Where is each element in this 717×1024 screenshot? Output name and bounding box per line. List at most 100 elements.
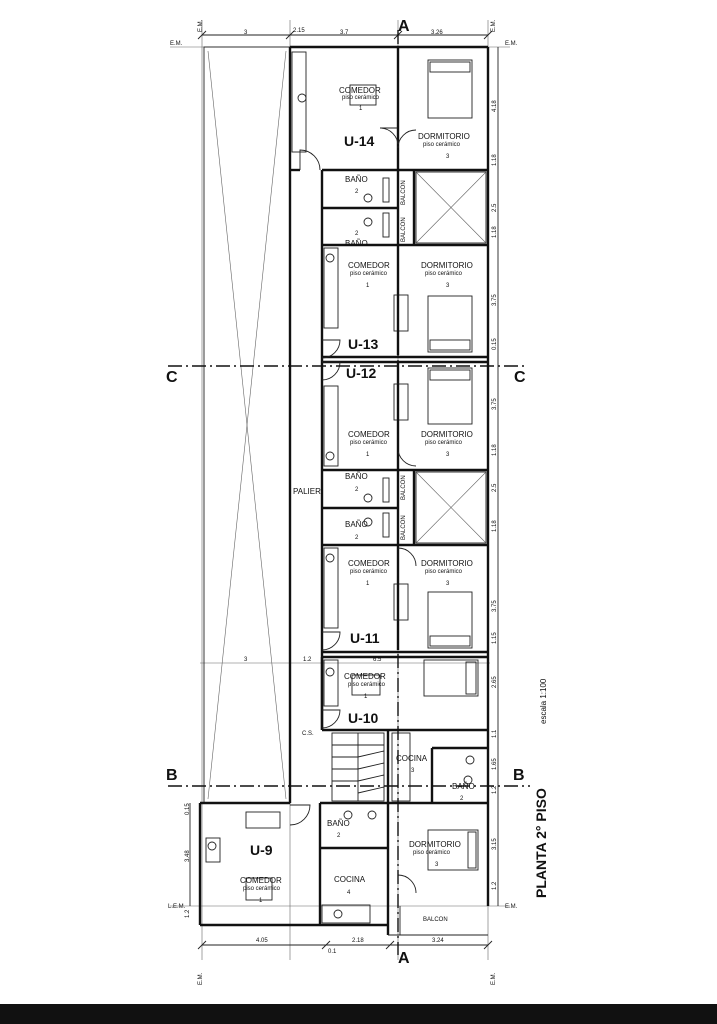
room-number: 2 bbox=[355, 535, 359, 541]
room-floor: piso cerámico bbox=[243, 886, 281, 892]
unit-label-u10: U-10 bbox=[348, 710, 379, 726]
dim-label: 3 bbox=[244, 657, 248, 663]
room-number: 2 bbox=[355, 231, 359, 237]
room-comedor: COMEDOR bbox=[348, 559, 390, 568]
dim-label: 3.26 bbox=[431, 30, 443, 36]
room-comedor: COMEDOR bbox=[344, 672, 386, 681]
room-number: 1 bbox=[366, 283, 370, 289]
room-comedor: COMEDOR bbox=[339, 86, 381, 95]
room-floor: piso cerámico bbox=[350, 569, 388, 575]
em-marks: E.M. E.M. E.M. E.M. L.E.M. E.M. E.M. E.M… bbox=[168, 19, 518, 985]
dim-label: 2.65 bbox=[492, 676, 498, 688]
right-dimension-labels: 4.181.182.51.183.750.153.751.182.51.183.… bbox=[492, 100, 498, 890]
walls bbox=[198, 45, 490, 936]
room-number: 4 bbox=[347, 890, 351, 896]
room-number: 3 bbox=[435, 862, 439, 868]
section-a-bottom: A bbox=[398, 950, 410, 967]
room-balcon: BALCON bbox=[401, 180, 407, 205]
em-mark: E.M. bbox=[170, 41, 183, 47]
room-number: 3 bbox=[446, 154, 450, 160]
dim-label: 1.18 bbox=[492, 226, 498, 238]
dim-label: 4.05 bbox=[256, 938, 268, 944]
room-number: 2 bbox=[337, 833, 341, 839]
room-floor: piso cerámico bbox=[425, 440, 463, 446]
dim-label: 1.2 bbox=[492, 785, 498, 794]
room-dormitorio: DORMITORIO bbox=[409, 840, 461, 849]
room-bano: BAÑO bbox=[327, 819, 350, 828]
dim-label: 2.5 bbox=[492, 203, 498, 212]
dim-label: 1.18 bbox=[492, 520, 498, 532]
room-floor: piso cerámico bbox=[350, 271, 388, 277]
dim-label: 1.1 bbox=[492, 729, 498, 738]
dim-label: 1.18 bbox=[492, 444, 498, 456]
em-mark: E.M. bbox=[491, 19, 497, 32]
drawing-scale: escala 1:100 bbox=[539, 678, 548, 724]
dim-label: 1.18 bbox=[492, 154, 498, 166]
room-bano: BAÑO bbox=[345, 175, 368, 184]
section-b-left: B bbox=[166, 767, 178, 784]
room-number: 2 bbox=[460, 796, 464, 802]
room-bano: BAÑO bbox=[345, 239, 368, 248]
room-bano: BAÑO bbox=[452, 782, 475, 791]
section-a-top: A bbox=[398, 18, 410, 35]
room-floor: piso cerámico bbox=[413, 850, 451, 856]
stair-mark: C.S. bbox=[302, 731, 314, 737]
dim-label: 3.24 bbox=[432, 938, 444, 944]
room-number: 3 bbox=[411, 768, 415, 774]
furniture bbox=[205, 51, 479, 924]
dim-label: 1.2 bbox=[303, 657, 312, 663]
unit-labels: U-14 U-13 U-12 U-11 U-10 U-9 bbox=[250, 133, 380, 858]
dim-label: 2.5 bbox=[492, 483, 498, 492]
room-comedor: COMEDOR bbox=[240, 876, 282, 885]
unit-label-u13: U-13 bbox=[348, 336, 379, 352]
dim-label: 6.5 bbox=[373, 657, 382, 663]
room-floor: piso cerámico bbox=[350, 440, 388, 446]
dim-label: 1.65 bbox=[492, 758, 498, 770]
room-dormitorio: DORMITORIO bbox=[421, 559, 473, 568]
dim-label: 3.75 bbox=[492, 294, 498, 306]
room-dormitorio: DORMITORIO bbox=[421, 261, 473, 270]
dim-label: 3 bbox=[244, 30, 248, 36]
section-c-right: C bbox=[514, 369, 526, 386]
section-lines bbox=[168, 30, 530, 955]
room-number: 1 bbox=[366, 581, 370, 587]
dim-label: 0.15 bbox=[492, 338, 498, 350]
title-block: PLANTA 2° PISO escala 1:100 bbox=[533, 678, 549, 898]
room-dormitorio: DORMITORIO bbox=[418, 132, 470, 141]
dim-label: 0.15 bbox=[185, 803, 191, 815]
room-comedor: COMEDOR bbox=[348, 430, 390, 439]
room-floor: piso cerámico bbox=[423, 142, 461, 148]
room-number: 3 bbox=[446, 581, 450, 587]
room-balcon: BALCON bbox=[401, 475, 407, 500]
room-balcon: BALCON bbox=[423, 917, 448, 923]
patio-voids bbox=[415, 171, 487, 544]
unit-label-u14: U-14 bbox=[344, 133, 375, 149]
room-number: 1 bbox=[359, 106, 363, 112]
unit-label-u9: U-9 bbox=[250, 842, 273, 858]
room-number: 1 bbox=[364, 694, 368, 700]
room-dormitorio: DORMITORIO bbox=[421, 430, 473, 439]
em-mark: E.M. bbox=[505, 41, 518, 47]
dim-label: 1.15 bbox=[492, 632, 498, 644]
room-floor: piso cerámico bbox=[342, 95, 380, 101]
room-palier: PALIER bbox=[293, 487, 321, 496]
room-number: 3 bbox=[446, 452, 450, 458]
room-cocina: COCINA bbox=[334, 875, 366, 884]
light-well bbox=[203, 46, 291, 804]
em-mark: E.M. bbox=[198, 972, 204, 985]
room-number: 1 bbox=[259, 898, 263, 904]
dim-label: 0.1 bbox=[328, 949, 337, 955]
lem-mark: L.E.M. bbox=[168, 904, 186, 910]
dim-label: 3.75 bbox=[492, 600, 498, 612]
left-dimension-labels: 0.15 3.48 1.2 bbox=[185, 803, 191, 918]
dim-label: 3.7 bbox=[340, 30, 349, 36]
room-balcon: BALCON bbox=[401, 515, 407, 540]
dimension-labels: 3 2.15 3.7 3.26 4.05 0.1 2.18 3.24 3 1.2… bbox=[244, 28, 444, 955]
room-number: 2 bbox=[355, 189, 359, 195]
section-b-right: B bbox=[513, 767, 525, 784]
dim-label: 1.2 bbox=[492, 881, 498, 890]
section-c-left: C bbox=[166, 369, 178, 386]
section-markers: A A C C B B bbox=[166, 18, 526, 967]
dim-label: 3.48 bbox=[185, 850, 191, 862]
